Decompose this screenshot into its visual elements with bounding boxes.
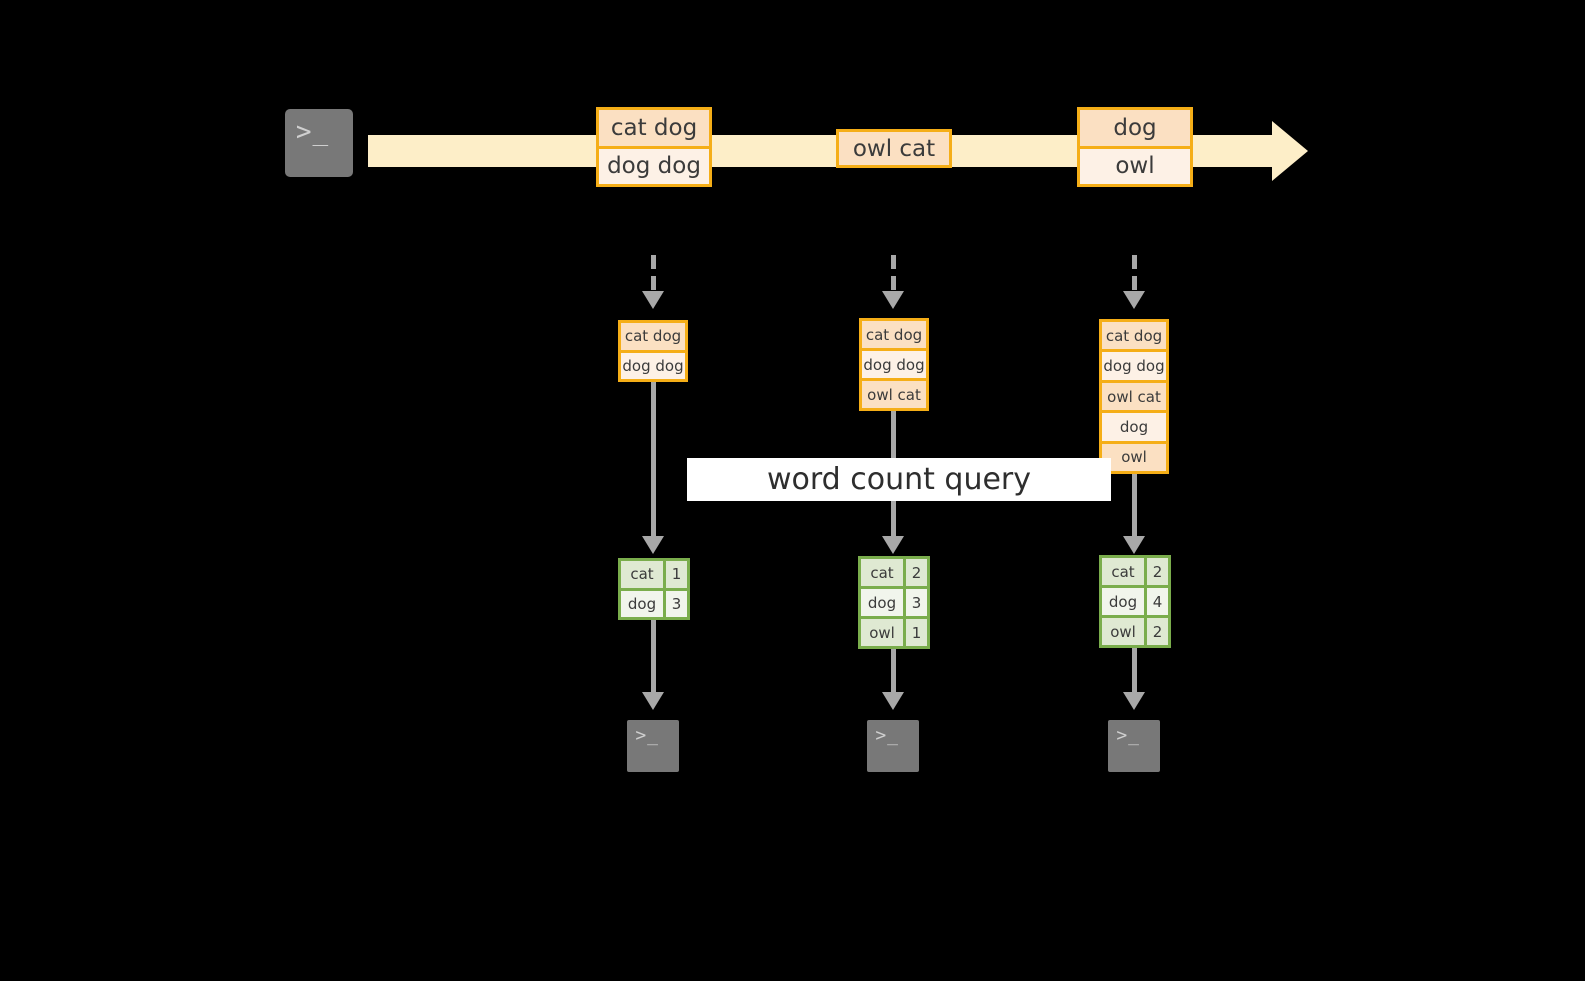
result-to-sink-arrowhead-1 (642, 692, 664, 710)
result-word: dog (1102, 588, 1144, 615)
stream-event-line: dog dog (599, 145, 709, 184)
snapshot-line: owl (1102, 440, 1166, 472)
result-word: cat (621, 561, 663, 588)
query-label-text: word count query (766, 462, 1032, 497)
snapshot-line: dog (1102, 410, 1166, 441)
stream-event-line: owl (1080, 145, 1190, 184)
result-count: 1 (663, 561, 687, 588)
result-count: 3 (663, 590, 687, 617)
result-count: 1 (903, 619, 927, 646)
result-count: 2 (903, 559, 927, 586)
result-word: dog (861, 589, 903, 616)
snapshot-line: owl cat (862, 378, 926, 408)
snapshot-line: cat dog (862, 321, 926, 348)
result-to-sink-connector-1 (651, 620, 656, 692)
result-to-sink-arrowhead-2 (882, 692, 904, 710)
snapshot-line: dog dog (1102, 349, 1166, 380)
result-to-sink-connector-3 (1132, 648, 1137, 692)
result-count: 4 (1144, 588, 1168, 615)
result-word: dog (621, 590, 663, 617)
result-word: owl (861, 619, 903, 646)
result-row: cat 2 (1102, 558, 1168, 585)
snapshot-line: cat dog (621, 323, 685, 350)
snapshot-to-result-connector-3 (1132, 474, 1137, 536)
snapshot-to-result-arrowhead-3 (1123, 536, 1145, 554)
terminal-prompt-text: >_ (1116, 725, 1140, 747)
result-row: dog 3 (861, 586, 927, 616)
result-to-sink-arrowhead-3 (1123, 692, 1145, 710)
result-row: owl 1 (861, 616, 927, 646)
result-count: 3 (903, 589, 927, 616)
snapshot-line: dog dog (621, 349, 685, 379)
result-count: 2 (1144, 558, 1168, 585)
result-word: cat (861, 559, 903, 586)
result-row: cat 1 (621, 561, 687, 588)
result-row: dog 4 (1102, 585, 1168, 615)
stream-arrowhead (1272, 121, 1308, 181)
sink-terminal-icon-3[interactable]: >_ (1101, 713, 1167, 779)
snapshot-stack-3[interactable]: cat dog dog dog owl cat dog owl (1099, 319, 1169, 474)
stream-event-group-3[interactable]: dog owl (1077, 107, 1193, 187)
stream-event-line: cat dog (599, 110, 709, 146)
terminal-prompt-text: >_ (295, 116, 330, 147)
sink-terminal-icon-1[interactable]: >_ (620, 713, 686, 779)
stream-to-snapshot-arrowhead-3 (1123, 291, 1145, 309)
stream-event-line: dog (1080, 110, 1190, 146)
result-word: cat (1102, 558, 1144, 585)
stream-to-snapshot-arrowhead-2 (882, 291, 904, 309)
source-terminal-icon[interactable]: >_ (276, 100, 362, 186)
stream-event-group-2[interactable]: owl cat (836, 129, 952, 168)
result-count: 2 (1144, 618, 1168, 645)
snapshot-to-result-connector-1 (651, 382, 656, 536)
snapshot-line: dog dog (862, 348, 926, 378)
result-row: owl 2 (1102, 615, 1168, 645)
snapshot-stack-2[interactable]: cat dog dog dog owl cat (859, 318, 929, 411)
result-table-2[interactable]: cat 2 dog 3 owl 1 (858, 556, 930, 649)
result-row: cat 2 (861, 559, 927, 586)
query-label-band: word count query (687, 458, 1111, 501)
terminal-prompt-text: >_ (875, 725, 899, 747)
stream-to-snapshot-connector-3 (1132, 255, 1137, 291)
snapshot-line: owl cat (1102, 379, 1166, 411)
snapshot-line: cat dog (1102, 322, 1166, 350)
terminal-prompt-text: >_ (635, 725, 659, 747)
stream-to-snapshot-connector-2 (891, 255, 896, 291)
snapshot-stack-1[interactable]: cat dog dog dog (618, 320, 688, 382)
snapshot-to-result-arrowhead-2 (882, 536, 904, 554)
result-to-sink-connector-2 (891, 649, 896, 692)
result-table-3[interactable]: cat 2 dog 4 owl 2 (1099, 555, 1171, 648)
result-word: owl (1102, 618, 1144, 645)
snapshot-to-result-arrowhead-1 (642, 536, 664, 554)
stream-event-group-1[interactable]: cat dog dog dog (596, 107, 712, 187)
sink-terminal-icon-2[interactable]: >_ (860, 713, 926, 779)
stream-to-snapshot-connector-1 (651, 255, 656, 291)
result-table-1[interactable]: cat 1 dog 3 (618, 558, 690, 620)
stream-to-snapshot-arrowhead-1 (642, 291, 664, 309)
stream-event-line: owl cat (839, 132, 949, 165)
result-row: dog 3 (621, 587, 687, 617)
